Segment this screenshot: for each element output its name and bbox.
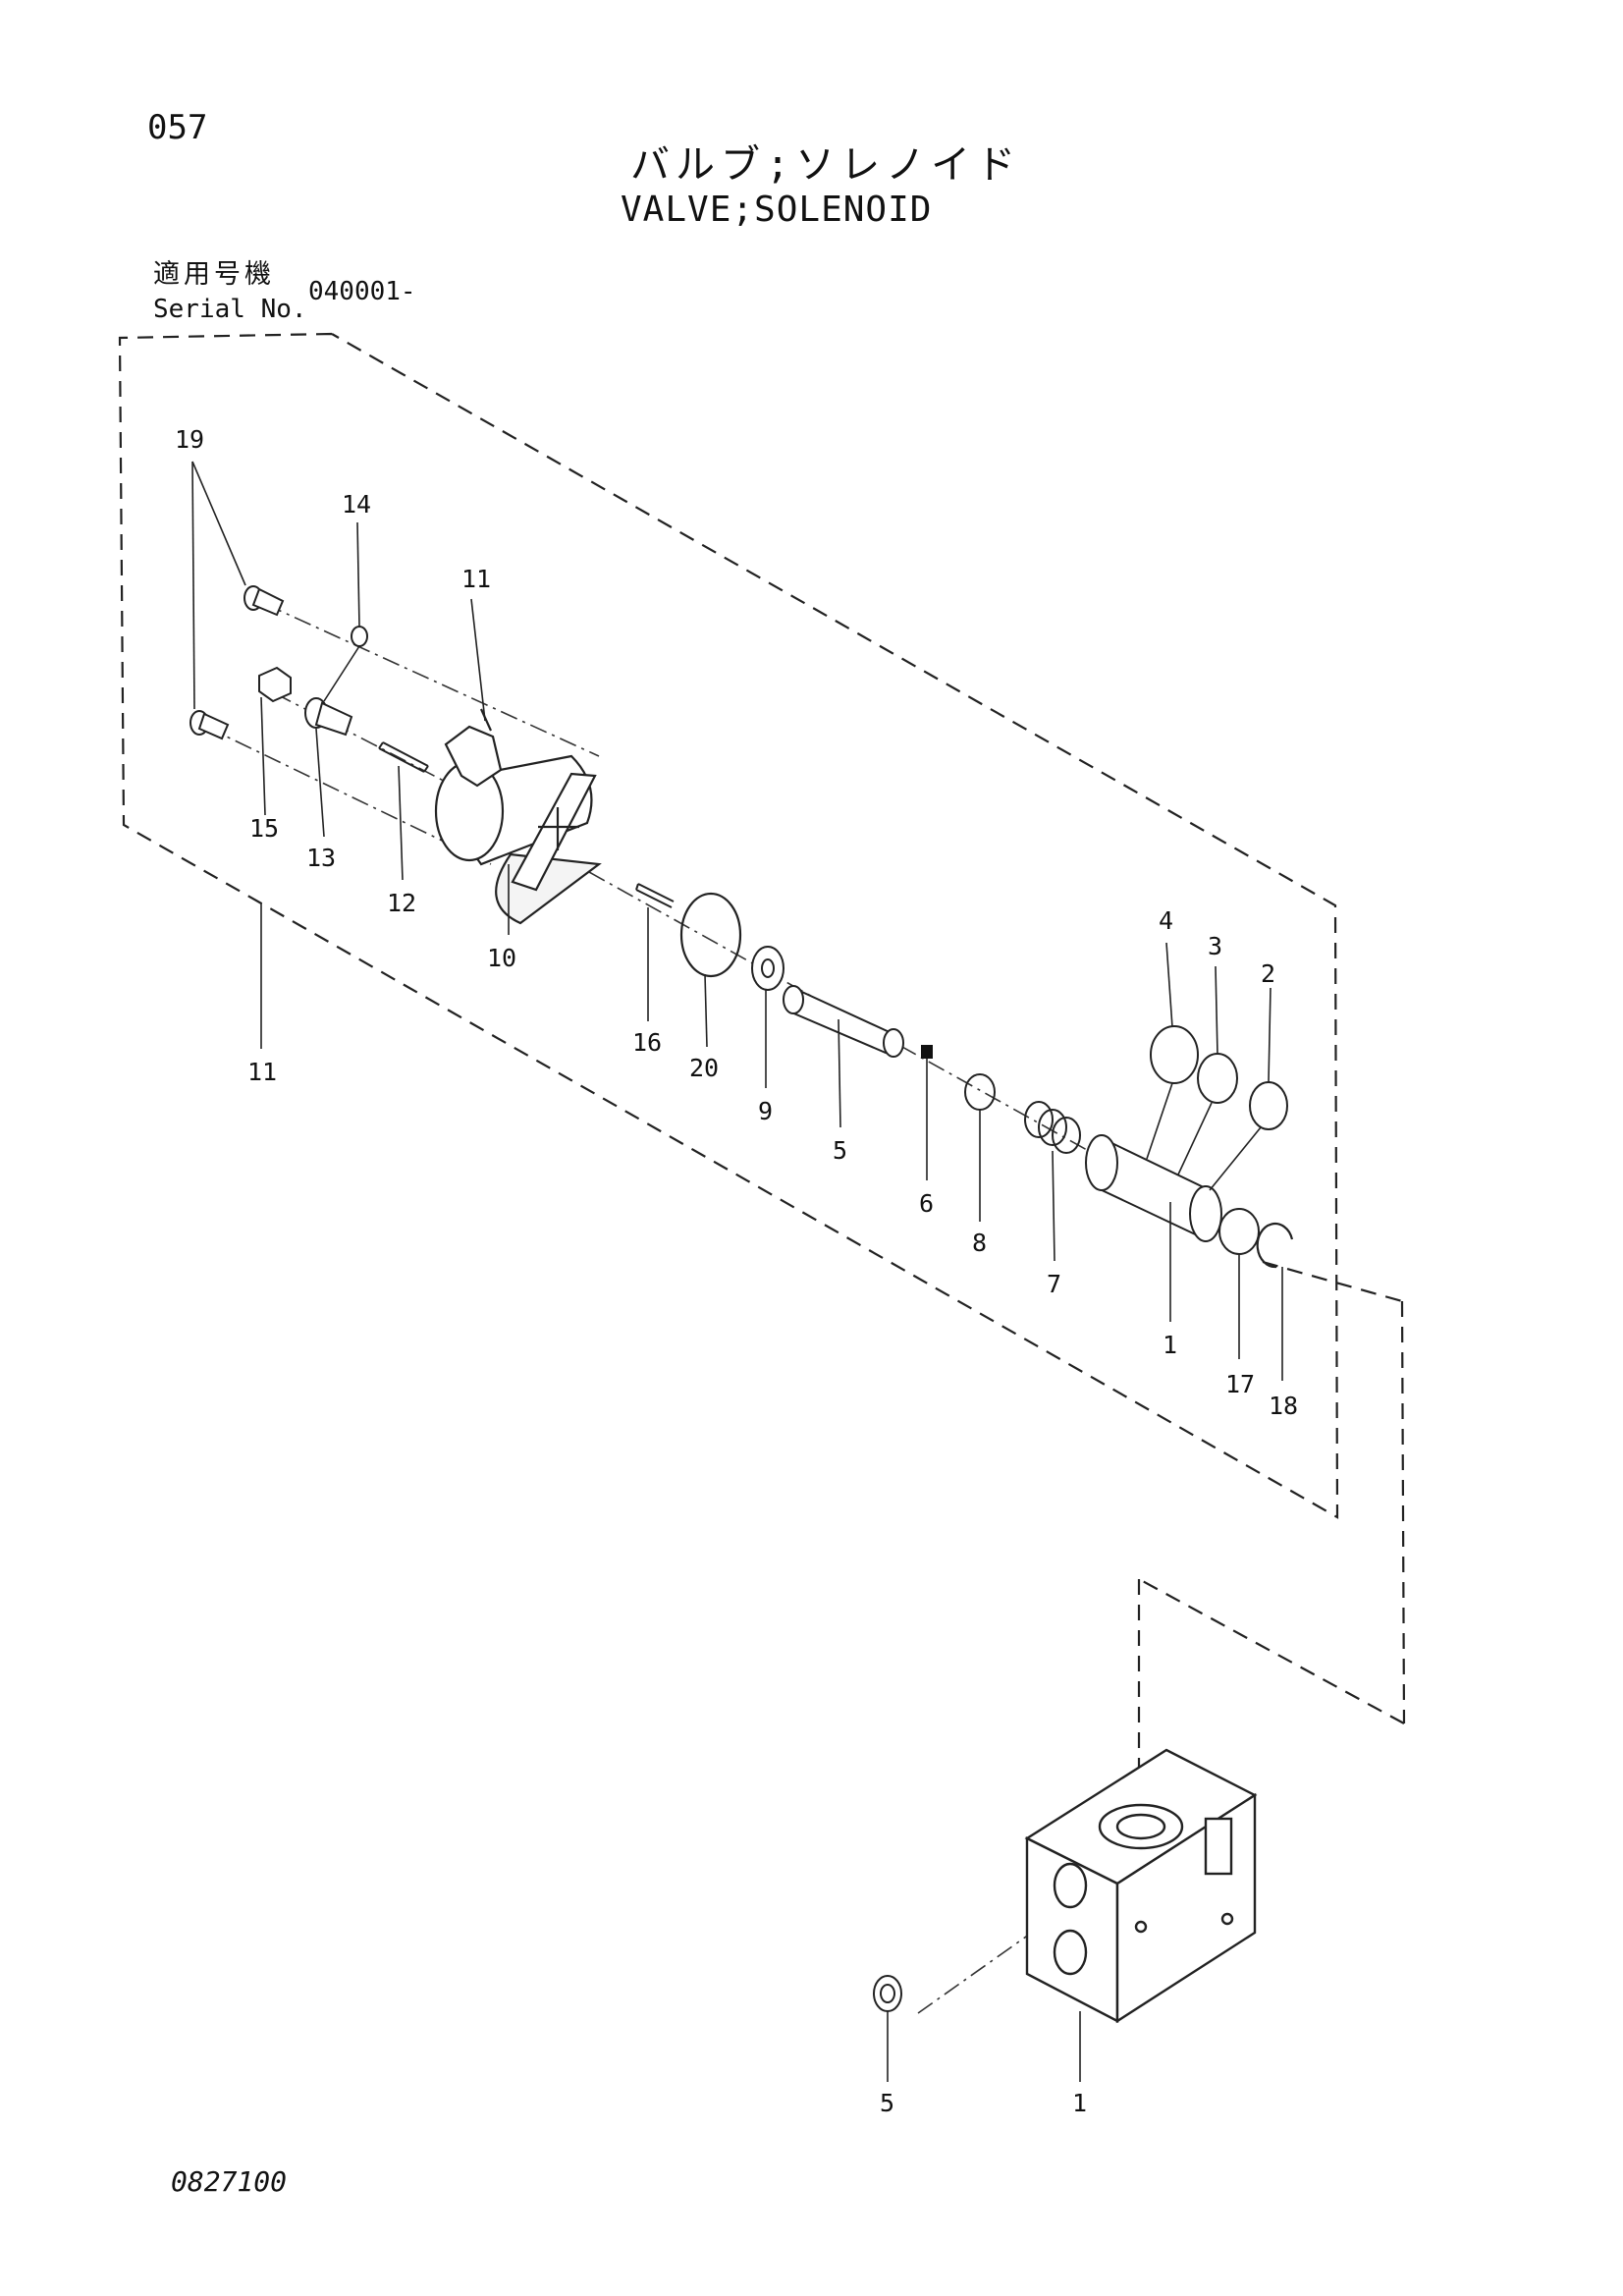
title-japanese: バルブ;ソレノイド — [630, 142, 1022, 188]
callout-13: 13 — [306, 844, 336, 872]
part-fitting — [304, 697, 353, 737]
callout-11-upper: 11 — [461, 565, 491, 593]
leader-lines — [191, 461, 1283, 2082]
callout-10: 10 — [487, 944, 516, 972]
callout-4: 4 — [1159, 906, 1173, 935]
title-english: VALVE;SOLENOID — [621, 190, 933, 230]
callout-16: 16 — [632, 1028, 662, 1057]
part-ball — [921, 1045, 933, 1059]
part-washer — [751, 946, 784, 991]
part-o-ring-3 — [1197, 1053, 1238, 1104]
callout-15: 15 — [249, 814, 279, 843]
page-number: 057 — [147, 108, 208, 147]
callout-5-upper: 5 — [833, 1136, 847, 1165]
part-o-ring-2 — [1249, 1081, 1288, 1130]
callout-1-lower: 1 — [1072, 2089, 1087, 2117]
callout-9: 9 — [758, 1097, 773, 1125]
part-snap-ring-18 — [1256, 1223, 1294, 1269]
part-nut — [258, 666, 292, 703]
serial-number-value: 040001- — [308, 277, 416, 306]
part-plug-17 — [1218, 1208, 1260, 1255]
callout-7: 7 — [1047, 1270, 1061, 1298]
callout-1-upper: 1 — [1163, 1331, 1177, 1359]
callout-17: 17 — [1225, 1370, 1255, 1398]
callout-19: 19 — [175, 425, 204, 454]
part-spring-long — [378, 741, 429, 773]
callout-11-lower: 11 — [247, 1058, 277, 1086]
serial-label-english: Serial No. — [153, 295, 307, 324]
callout-2: 2 — [1261, 959, 1275, 988]
part-spring-7 — [1024, 1101, 1081, 1154]
part-o-ring-large — [679, 892, 742, 978]
part-bolt-lower — [189, 710, 230, 740]
callout-12: 12 — [387, 889, 416, 917]
serial-label-japanese: 適用号機 — [153, 259, 275, 290]
part-spring-short — [635, 883, 675, 908]
part-spool — [783, 985, 904, 1058]
callout-14: 14 — [342, 490, 371, 519]
callout-5-lower: 5 — [880, 2089, 894, 2117]
part-valve-body — [1024, 1748, 1258, 2024]
callout-20: 20 — [689, 1054, 719, 1082]
part-o-ring-small — [351, 626, 368, 647]
assembly-boundary — [118, 332, 1406, 1954]
callout-8: 8 — [972, 1229, 987, 1257]
part-ring-8 — [964, 1073, 996, 1111]
part-mounting-flange — [511, 772, 597, 892]
part-o-ring-4 — [1150, 1025, 1199, 1084]
part-sleeve — [1085, 1134, 1222, 1242]
callout-18: 18 — [1269, 1392, 1298, 1420]
part-plug-lower — [873, 1975, 902, 2012]
callout-3: 3 — [1208, 932, 1222, 960]
callout-6: 6 — [919, 1189, 934, 1218]
part-bolt-upper — [243, 585, 285, 617]
part-connector — [444, 708, 503, 788]
document-code: 0827100 — [171, 2165, 288, 2198]
